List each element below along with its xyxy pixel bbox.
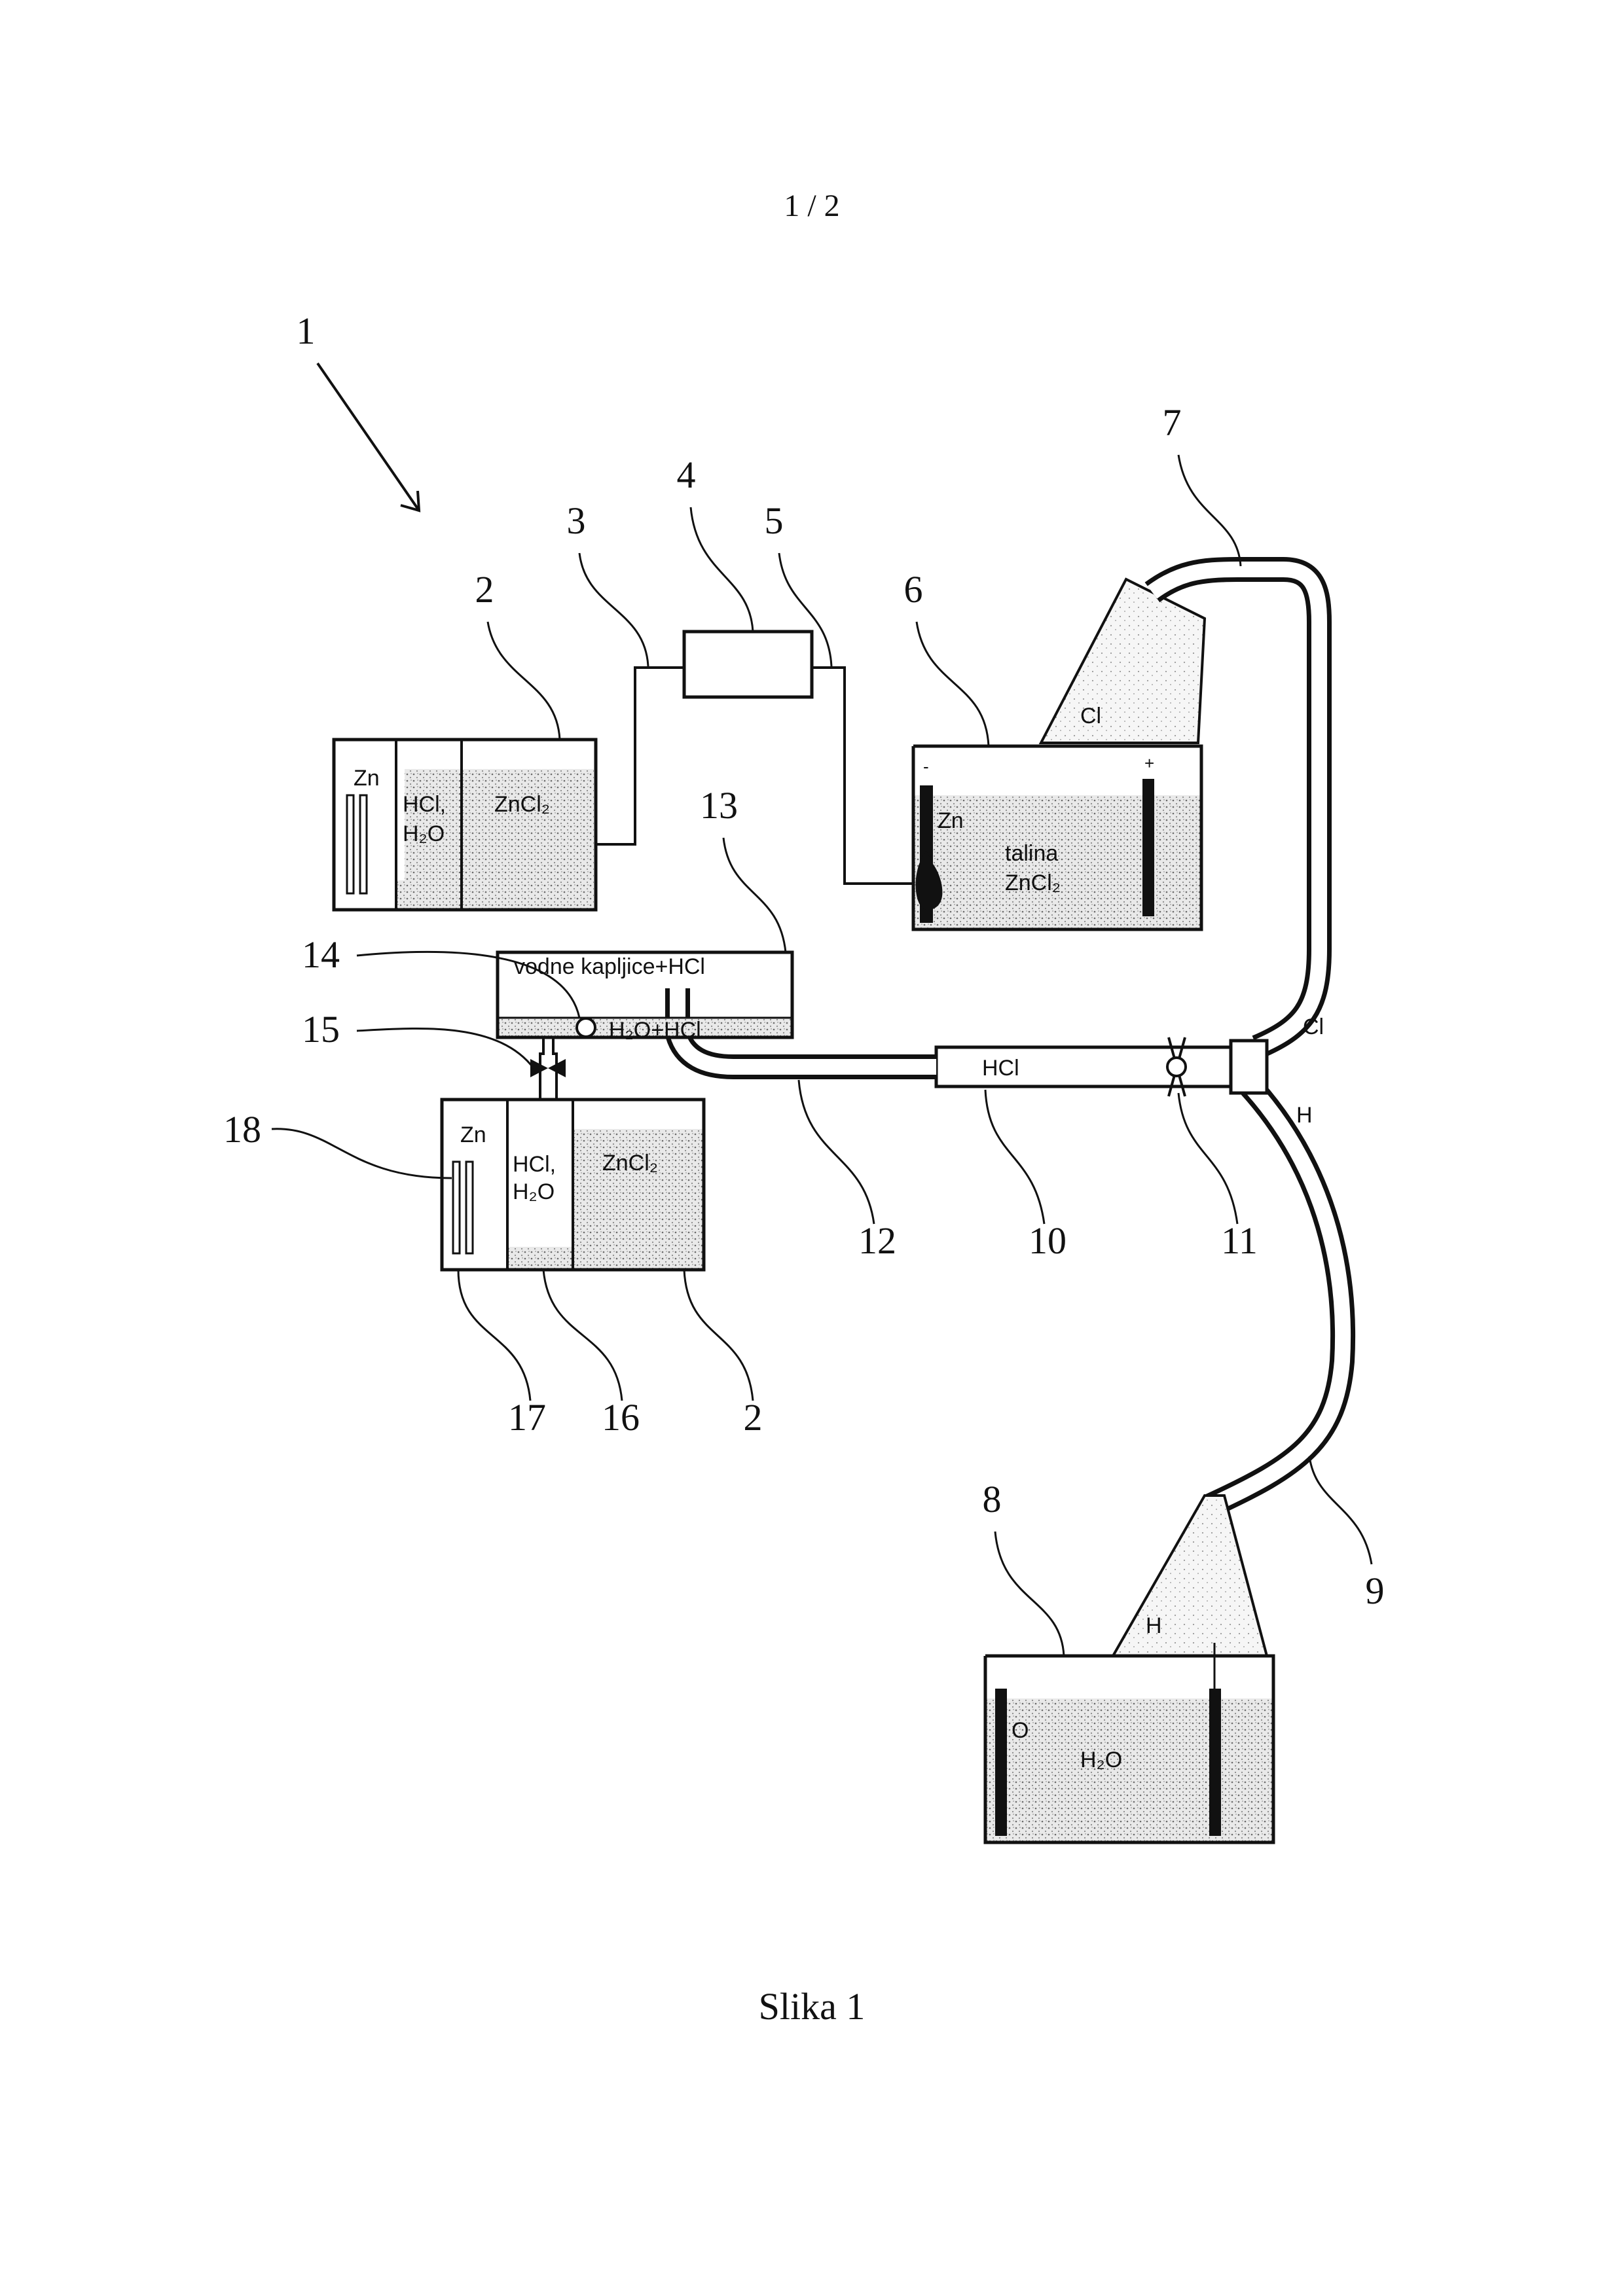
h2o-label-bottom: H₂O	[513, 1179, 555, 1204]
ref-1-arrow	[318, 363, 419, 511]
feed-valve	[530, 1037, 566, 1100]
hcl-tube-label: HCl	[982, 1056, 1019, 1081]
ref-18-label: 18	[223, 1108, 261, 1151]
ref-4-leader	[691, 507, 753, 632]
zn-label-top: Zn	[354, 766, 380, 791]
ref-7-leader	[1178, 455, 1241, 566]
plus-sign: +	[1144, 753, 1154, 773]
hcl-bottom-bottom	[507, 1247, 573, 1270]
power-circuit	[596, 632, 913, 884]
ref-16-leader	[543, 1270, 622, 1401]
ref-4-label: 4	[677, 454, 696, 496]
zinc-plate-3	[453, 1162, 460, 1253]
ref-11-label: 11	[1221, 1219, 1258, 1262]
ref-3-leader	[579, 553, 648, 666]
zinc-plate-1	[347, 795, 354, 893]
zinc-plate-2	[360, 795, 367, 893]
cathode-water	[1209, 1689, 1221, 1836]
hydrogen-pipe	[1211, 1086, 1343, 1505]
ref-3-label: 3	[567, 499, 586, 542]
condenser: vodne kapljice+HCl H₂O+HCl	[498, 952, 792, 1043]
ref-13-leader	[723, 838, 786, 952]
h-gas-label: H	[1146, 1613, 1162, 1638]
zn-label-bottom: Zn	[460, 1122, 486, 1147]
ref-16-label: 16	[602, 1396, 640, 1439]
ref-13-label: 13	[700, 784, 738, 827]
anode-electrode	[1142, 779, 1154, 916]
zinc-cell-bottom: Zn HCl, H₂O ZnCl₂	[442, 1100, 704, 1270]
ref-10-label: 10	[1029, 1219, 1067, 1262]
chlorine-gas-cone	[1041, 579, 1205, 743]
h2o-label-top: H₂O	[403, 821, 445, 846]
ref-18-leader	[272, 1129, 452, 1178]
ref-15-label: 15	[302, 1008, 340, 1050]
zncl2-melt-label: ZnCl₂	[1005, 870, 1061, 895]
ref-12-leader	[799, 1080, 874, 1224]
ref-1-label: 1	[297, 310, 316, 352]
ref-2-top-label: 2	[475, 568, 494, 611]
ref-9-leader	[1309, 1456, 1372, 1564]
cl-gas-label: Cl	[1080, 704, 1101, 728]
ref-11-leader	[1178, 1093, 1237, 1224]
ref-2-top-leader	[488, 622, 560, 740]
anode-water	[995, 1689, 1007, 1836]
hydrogen-gas-cone	[1113, 1496, 1267, 1656]
ref-17-label: 17	[508, 1396, 546, 1439]
cl-pipe-label: Cl	[1303, 1014, 1324, 1039]
electrolyser: - + Zn talina ZnCl₂ Cl	[913, 579, 1205, 929]
power-source-box	[684, 632, 812, 697]
zncl2-label-bottom: ZnCl₂	[602, 1151, 658, 1175]
melt-label: talina	[1005, 841, 1058, 866]
hcl-bottom-top	[396, 880, 462, 910]
ref-12-label: 12	[858, 1219, 896, 1262]
ref-5-label: 5	[765, 499, 784, 542]
zn-label-electrolyser: Zn	[938, 808, 964, 833]
drain-float	[577, 1018, 595, 1037]
ref-2-bottom-leader	[684, 1270, 753, 1401]
page-number: 1 / 2	[784, 188, 839, 223]
h-pipe-label: H	[1296, 1103, 1313, 1128]
condenser-bottom-label: H₂O+HCl	[609, 1018, 701, 1043]
zncl2-label-top: ZnCl₂	[494, 792, 550, 817]
o-label: O	[1012, 1718, 1029, 1743]
ref-14-label: 14	[302, 933, 340, 976]
ref-8-leader	[995, 1532, 1064, 1656]
ref-7-label: 7	[1163, 401, 1182, 444]
zinc-plate-4	[466, 1162, 473, 1253]
minus-sign: -	[923, 757, 929, 776]
junction-block	[1231, 1041, 1267, 1093]
ref-6-leader	[917, 622, 989, 746]
ref-2-bottom-label: 2	[744, 1396, 763, 1439]
figure-caption: Slika 1	[759, 1985, 866, 2028]
condenser-top-label: vodne kapljice+HCl	[514, 954, 705, 979]
ref-8-label: 8	[983, 1478, 1002, 1520]
water-cell: H O H₂O	[985, 1496, 1273, 1842]
zinc-cell-top: Zn HCl, H₂O ZnCl₂	[334, 740, 596, 910]
ref-17-leader	[458, 1270, 530, 1401]
h2o-water-label: H₂O	[1080, 1748, 1122, 1772]
ref-6-label: 6	[904, 568, 923, 611]
hcl-label-bottom: HCl,	[513, 1152, 556, 1177]
ref-10-leader	[985, 1090, 1044, 1224]
ref-9-label: 9	[1366, 1570, 1385, 1612]
hcl-label-top: HCl,	[403, 792, 446, 817]
